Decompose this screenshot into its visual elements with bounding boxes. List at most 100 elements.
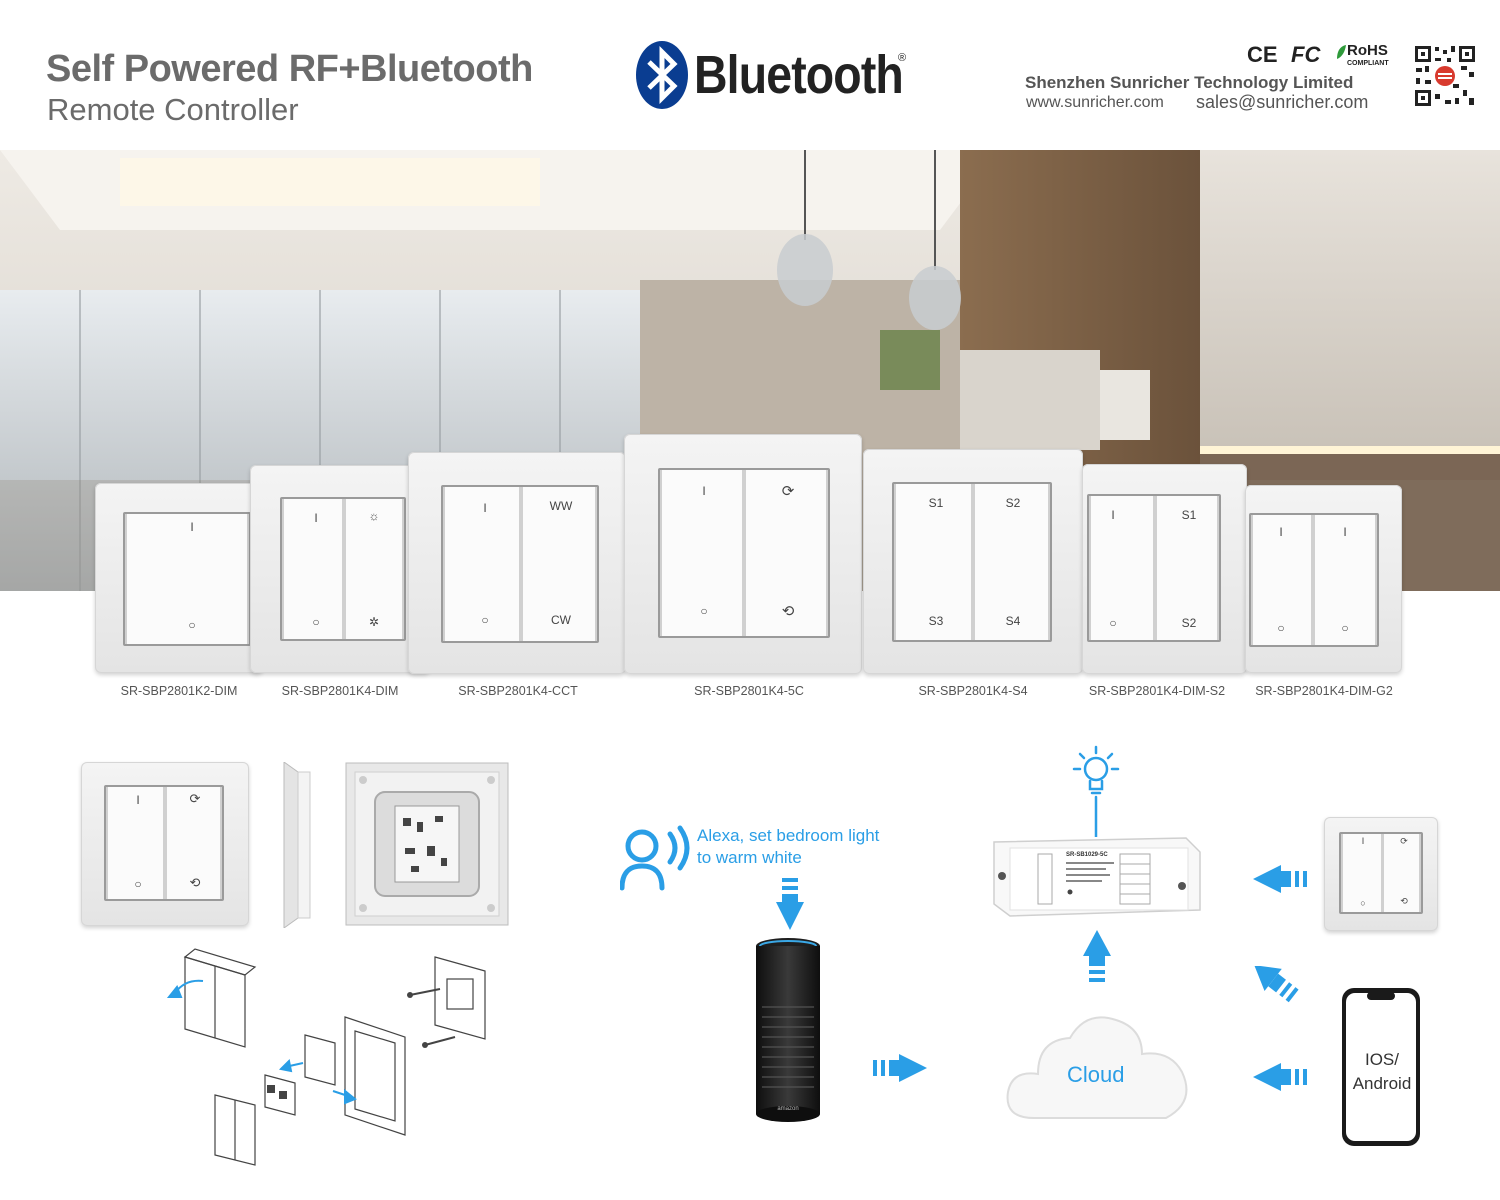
rocker-left-button[interactable]: I ○ <box>445 487 519 641</box>
bluetooth-wordmark: Bluetooth <box>694 45 904 105</box>
scene-1-glyph: S1 <box>1181 508 1197 522</box>
company-name: Shenzhen Sunricher Technology Limited <box>1025 73 1354 92</box>
rocker-right-button[interactable]: ⟳ ⟲ <box>1384 834 1419 912</box>
website-link[interactable]: www.sunricher.com <box>1026 94 1164 111</box>
page-title: Self Powered RF+Bluetooth <box>46 48 533 90</box>
platform-label: IOS/ Android <box>1350 1048 1414 1096</box>
color-cycle-icon: ⟳ <box>1400 836 1408 846</box>
certification-marks: CE FC RoHS COMPLIANT <box>1247 42 1395 70</box>
leaf-icon <box>1337 45 1346 59</box>
smartphone-icon <box>1342 988 1420 1146</box>
qr-code-icon <box>1413 44 1477 108</box>
rocker-right-button[interactable]: ☼ ✲ <box>346 499 402 639</box>
header: Self Powered RF+Bluetooth Remote Control… <box>0 0 1500 150</box>
arrow-left-icon <box>1253 865 1307 893</box>
on-glyph: I <box>1361 836 1365 846</box>
switch-plate-k4-dim-g2: I ○ I ○ <box>1245 485 1402 673</box>
voice-user-icon <box>620 825 690 891</box>
off-glyph: ○ <box>1360 898 1366 908</box>
front-view-plate: I ○ ⟳ ⟲ <box>81 762 249 926</box>
rocker-left-button[interactable]: I ○ <box>1091 496 1153 640</box>
switch-frame: I ○ ⟳ ⟲ <box>104 785 224 901</box>
cool-white-glyph: CW <box>551 613 571 627</box>
voice-command-line-1: Alexa, set bedroom light <box>697 826 880 845</box>
rocker-left-button[interactable]: I ○ <box>1253 515 1311 645</box>
model-label: SR-SBP2801K4-CCT <box>458 684 578 698</box>
rohs-compliant-text: COMPLIANT <box>1347 60 1389 67</box>
model-label: SR-SBP2801K4-S4 <box>918 684 1028 698</box>
model-label: SR-SBP2801K4-DIM-S2 <box>1088 684 1226 698</box>
rocker-left-button[interactable]: I ○ <box>662 470 742 636</box>
ce-mark: CE <box>1247 42 1278 67</box>
exploded-assembly-diagram <box>166 948 486 1166</box>
model-label: SR-SBP2801K4-DIM <box>281 684 399 698</box>
scene-2-glyph: S2 <box>1181 616 1197 630</box>
cloud-label: Cloud <box>1067 1062 1125 1087</box>
switch-plate-k2-dim: I ○ <box>95 483 263 673</box>
brightness-up-glyph: ☼ <box>368 509 380 523</box>
rocker-right-button[interactable]: I ○ <box>1315 515 1375 645</box>
on-glyph: I <box>1111 508 1115 522</box>
led-controller-device <box>993 837 1201 917</box>
scene-2-glyph: S2 <box>1005 496 1021 510</box>
platform-line-1: IOS/ <box>1364 1050 1399 1069</box>
switch-frame: S1 S3 S2 S4 <box>892 482 1052 642</box>
on-glyph: I <box>190 520 194 534</box>
off-glyph: ○ <box>312 615 320 629</box>
bluetooth-icon <box>636 41 688 109</box>
rocker-left-button[interactable]: I ○ <box>284 499 342 639</box>
rocker-button[interactable]: I ○ <box>127 514 247 644</box>
rohs-mark: RoHS <box>1347 42 1388 59</box>
rocker-right-button[interactable]: ⟳ ⟲ <box>167 787 220 899</box>
switch-frame: I ○ I ○ <box>1249 513 1379 647</box>
color-change-icon: ⟲ <box>781 603 795 620</box>
off-glyph: ○ <box>134 877 142 891</box>
platform-line-2: Android <box>1352 1074 1412 1093</box>
rocker-left-button[interactable]: I ○ <box>1343 834 1381 912</box>
scene-1-glyph: S1 <box>928 496 944 510</box>
rocker-left-button[interactable]: S1 S3 <box>896 484 971 640</box>
warm-white-glyph: WW <box>549 499 573 513</box>
on-glyph: I <box>483 501 487 515</box>
switch-plate-k4-s4: S1 S3 S2 S4 <box>863 449 1083 674</box>
page-subtitle: Remote Controller <box>47 92 299 127</box>
voice-command-text: Alexa, set bedroom light to warm white <box>697 825 879 869</box>
email-link[interactable]: sales@sunricher.com <box>1196 92 1369 112</box>
voice-command-line-2: to warm white <box>697 848 802 867</box>
rocker-right-button[interactable]: S2 S4 <box>975 484 1048 640</box>
switch-frame: I ○ WW CW <box>441 485 599 643</box>
on-glyph: I <box>1279 525 1283 539</box>
switch-frame: I ○ ☼ ✲ <box>280 497 406 641</box>
off-glyph: ○ <box>1277 621 1285 635</box>
off-glyph: ○ <box>188 618 196 632</box>
on-glyph: I <box>1343 525 1347 539</box>
brightness-down-glyph: ✲ <box>368 615 380 629</box>
scene-3-glyph: S3 <box>928 614 944 628</box>
switch-plate-k4-5c: I ○ ⟳ ⟲ <box>624 434 862 674</box>
scene-4-glyph: S4 <box>1005 614 1021 628</box>
rocker-left-button[interactable]: I ○ <box>108 787 163 899</box>
color-change-icon: ⟲ <box>1400 896 1408 906</box>
light-bulb-icon <box>1072 745 1120 837</box>
on-glyph: I <box>702 484 706 498</box>
model-label: SR-SBP2801K4-DIM-G2 <box>1255 684 1393 698</box>
arrow-up-icon <box>1083 930 1111 982</box>
color-change-icon: ⟲ <box>189 875 201 890</box>
cloud-icon <box>1006 1016 1188 1119</box>
off-glyph: ○ <box>700 604 708 618</box>
switch-plate-k4-cct: I ○ WW CW <box>408 452 626 674</box>
switch-frame: I ○ ⟳ ⟲ <box>658 468 830 638</box>
switch-frame: I ○ ⟳ ⟲ <box>1339 832 1423 914</box>
rocker-right-button[interactable]: S1 S2 <box>1157 496 1217 640</box>
arrow-diagonal-icon <box>1254 966 1299 1003</box>
rocker-right-button[interactable]: ⟳ ⟲ <box>746 470 826 636</box>
switch-plate-k4-dim: I ○ ☼ ✲ <box>250 465 430 673</box>
switch-plate-k4-dim-s2: I ○ S1 S2 <box>1082 464 1247 674</box>
color-cycle-icon: ⟳ <box>189 791 201 806</box>
on-glyph: I <box>136 793 140 807</box>
amazon-echo-speaker <box>756 938 820 1122</box>
rocker-right-button[interactable]: WW CW <box>523 487 595 641</box>
model-label: SR-SBP2801K4-5C <box>694 684 804 698</box>
arrow-down-icon <box>776 878 804 930</box>
arrow-right-icon <box>873 1054 927 1082</box>
